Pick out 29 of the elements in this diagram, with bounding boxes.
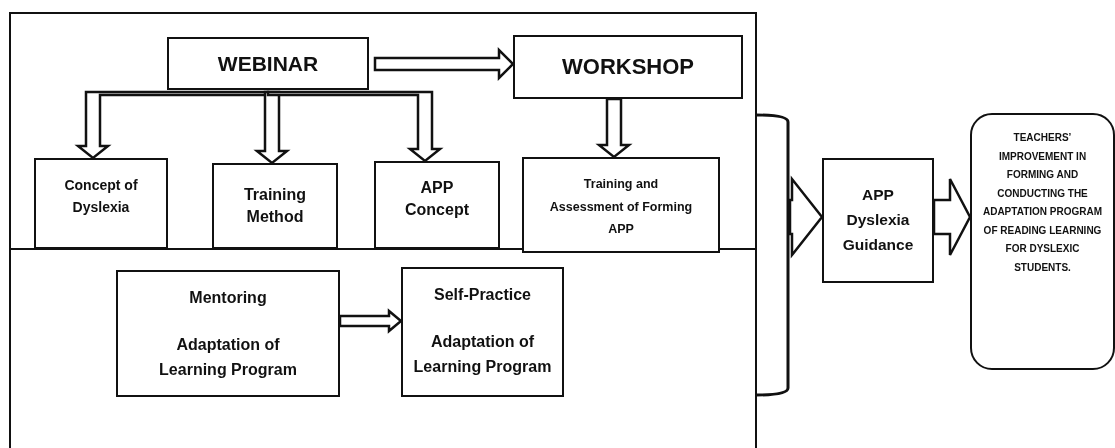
box-text: Training and Assessment of Forming APP xyxy=(548,176,694,238)
process-box xyxy=(212,163,338,249)
process-box xyxy=(822,158,934,283)
process-box xyxy=(116,270,340,397)
block-arrow xyxy=(788,175,824,259)
box-text: Mentoring xyxy=(189,288,267,308)
outcome-box xyxy=(970,113,1115,370)
process-box xyxy=(401,267,564,397)
process-box xyxy=(34,158,168,249)
box-text: Self-Practice xyxy=(434,285,531,305)
block-arrow xyxy=(932,177,972,257)
process-box xyxy=(513,35,743,99)
block-arrow xyxy=(266,90,444,163)
block-arrow xyxy=(253,90,291,165)
box-text: Adaptation of Learning Program xyxy=(412,331,553,377)
box-text: TEACHERS’ IMPROVEMENT IN FORMING AND CONDUCTING THE ADAPTATION PROGRAM OF READING LEARNING FOR DYSLEXIC STUDENTS. xyxy=(981,131,1104,275)
box-text: WEBINAR xyxy=(217,50,319,77)
box-text: APP Concept xyxy=(404,178,470,221)
block-arrow xyxy=(595,97,633,159)
box-text: Adaptation of Learning Program xyxy=(158,334,298,380)
box-text: Training Method xyxy=(242,184,308,227)
block-arrow xyxy=(373,47,515,81)
process-box xyxy=(522,157,720,253)
block-arrow xyxy=(338,308,403,334)
box-text: WORKSHOP xyxy=(562,53,694,81)
box-text: Concept of Dyslexia xyxy=(63,176,139,218)
process-box xyxy=(167,37,369,90)
box-text: APP Dyslexia Guidance xyxy=(841,185,915,255)
process-box xyxy=(374,161,500,249)
